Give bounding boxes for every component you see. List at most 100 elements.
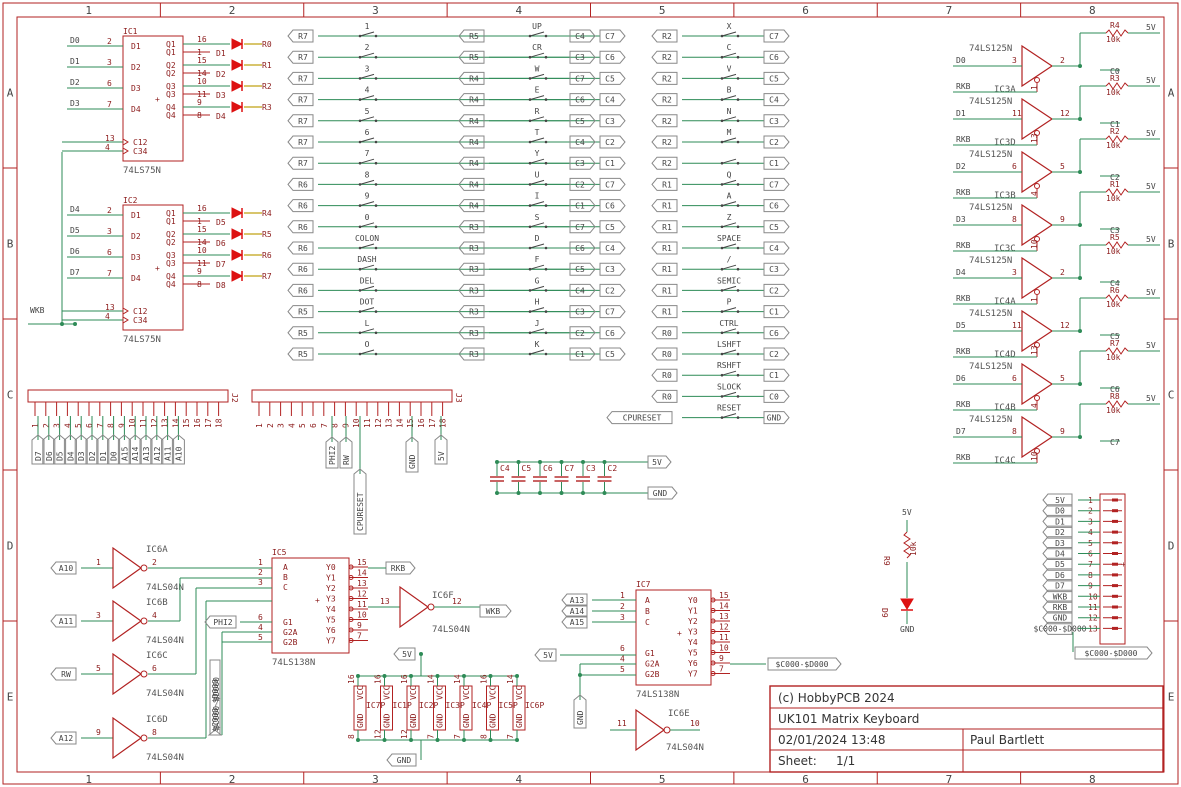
key-name: COLON (355, 234, 379, 243)
vcc-pin-label: VCC (489, 685, 498, 700)
key-col-label: C6 (605, 202, 615, 211)
gnd-pin-number: 7 (453, 734, 462, 739)
key-row-label: R3 (469, 265, 479, 274)
key-row-label-flag (287, 29, 314, 43)
key-name: 8 (365, 170, 370, 179)
key-row-label: R1 (662, 308, 672, 317)
gnd-pin-number: 12 (400, 729, 409, 739)
active-low-bubble (348, 617, 354, 622)
connector-pin-number: 6 (309, 423, 318, 428)
inverter-name: IC6A (146, 545, 168, 555)
vcc-pin-number: 16 (480, 674, 489, 684)
connector-contact (1112, 552, 1118, 555)
power-pin-IC5P (486, 685, 499, 731)
c000-output-label: $C000-$D000 (776, 660, 829, 669)
latch-IC2 (122, 204, 184, 331)
key-row-label: R6 (298, 223, 308, 232)
key-switch (529, 52, 545, 58)
origin-mark: + (1121, 560, 1126, 569)
junction-dot (409, 738, 413, 742)
connector-contact (1112, 498, 1118, 502)
key-row-label-flag (651, 156, 678, 170)
key-contact (544, 204, 548, 207)
key-row-label: R7 (298, 138, 308, 147)
key-name: N (727, 107, 732, 116)
key-contact (358, 119, 362, 123)
key-col-label-flag (599, 305, 626, 319)
buffer-name: IC4C (994, 456, 1016, 466)
key-col-label: C4 (575, 286, 585, 295)
key-contact (736, 267, 740, 271)
key-switch (721, 73, 737, 79)
pin-name: D3 (131, 84, 141, 93)
key-contact (528, 161, 532, 165)
key-name: R (535, 107, 540, 116)
connector-pin-number: 17 (204, 418, 213, 428)
key-col-label: C2 (769, 350, 779, 359)
key-contact (358, 98, 362, 101)
key-switch (529, 264, 545, 270)
latch-part: 74LS75N (123, 166, 161, 176)
key-contact (720, 98, 724, 101)
junction-dot (515, 738, 519, 742)
inverter-IC6A (112, 546, 143, 590)
decoder-pin-name: Y0 (326, 563, 336, 572)
key-switch (721, 116, 737, 122)
pin-number: 13 (105, 303, 115, 312)
key-contact (528, 119, 532, 123)
key-contact (544, 289, 548, 292)
key-contact (544, 161, 548, 165)
connector-pin-number: 7 (320, 423, 329, 428)
j2-net-label: D2 (88, 451, 97, 461)
junction-dot (60, 322, 64, 326)
connector-pin-number: 14 (171, 418, 180, 428)
connector-pin-number: 12 (150, 418, 159, 428)
buffer-col-net: C6 (1110, 385, 1120, 394)
ic7-input-label: A13 (570, 596, 585, 605)
key-col-label: C7 (769, 32, 779, 41)
key-col-label-flag (599, 93, 626, 107)
key-name: SLOCK (717, 382, 741, 391)
pin-number: 3 (96, 611, 101, 620)
buffer-input-net: D2 (956, 162, 966, 171)
connector-pin-number: 12 (374, 418, 383, 428)
v5-label: 5V (1146, 129, 1156, 138)
key-row-label: R1 (662, 202, 672, 211)
connector-pin-number: 6 (85, 423, 94, 428)
buffer-col-net: C4 (1110, 279, 1120, 288)
key-switch (529, 116, 545, 122)
decoder-pin-name: Y7 (688, 670, 698, 679)
active-low-bubble (710, 660, 716, 666)
key-contact (374, 225, 378, 229)
active-low-bubble (710, 671, 716, 676)
key-col-label-flag (569, 156, 596, 170)
key-row-label-flag (458, 326, 485, 340)
key-col-label-flag (599, 114, 626, 128)
gnd-pin-label: GND (436, 713, 445, 728)
key-name: T (535, 128, 540, 137)
vcc-pin-number: 16 (347, 674, 356, 684)
pin-number: 3 (258, 578, 263, 587)
pin-number: 1 (1030, 297, 1039, 302)
key-row-label: R6 (298, 202, 308, 211)
key-row-label-flag (651, 326, 678, 340)
latch-IC1 (122, 35, 184, 162)
j2-net-label-flag (53, 434, 67, 465)
inverter-bubble (140, 564, 148, 572)
j3-net-label: GND (408, 454, 417, 469)
key-name: G (535, 276, 540, 285)
inverter-input-label: A12 (59, 734, 74, 743)
led-D6 (231, 228, 244, 240)
led-ref: D2 (216, 70, 226, 79)
pin-number: 13 (105, 134, 115, 143)
key-name: E (535, 86, 540, 95)
clock-marker (122, 138, 129, 146)
pin-number: 12 (357, 590, 367, 599)
phi2-label-flag (204, 615, 237, 629)
pullup-resistor (1105, 294, 1129, 302)
pin-number: 14 (197, 238, 207, 247)
q-pin-name: Q2 (166, 61, 176, 70)
row-label-right: D (1168, 540, 1175, 553)
key-name: Q (727, 170, 732, 179)
